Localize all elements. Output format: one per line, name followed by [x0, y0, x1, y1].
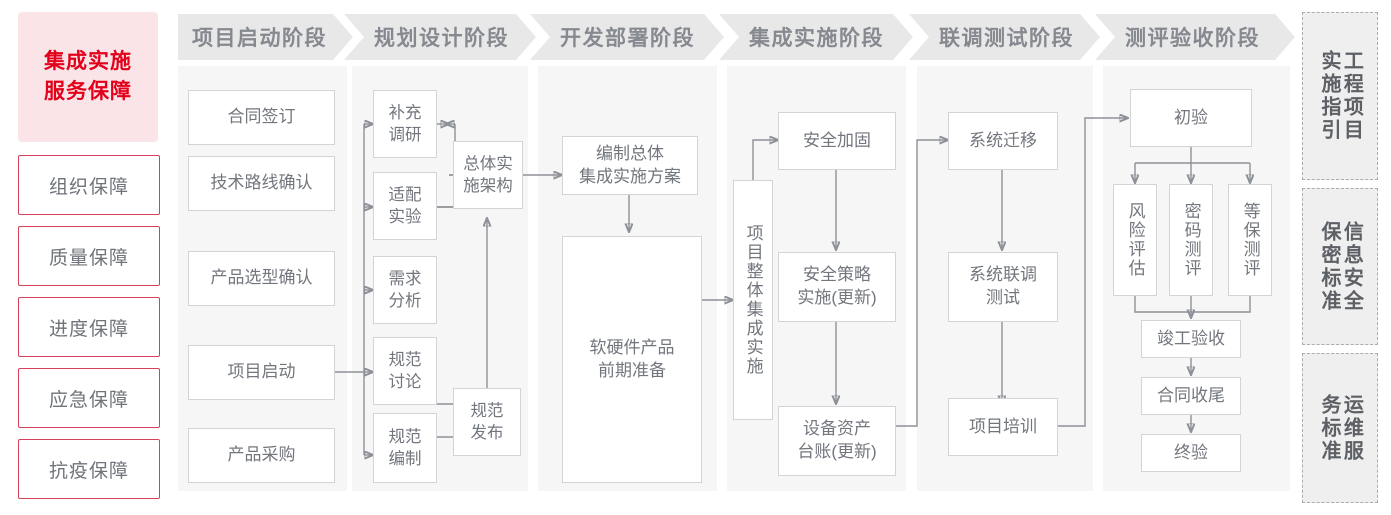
- phase-header-joint-test[interactable]: 联调测试阶段: [909, 14, 1100, 60]
- node-label: 项目培训: [969, 416, 1037, 436]
- node-asset-ledger[interactable]: 设备资产台账(更新): [778, 406, 896, 476]
- node-label: 密码测评: [1181, 202, 1201, 278]
- node-overall-plan-drafting[interactable]: 编制总体集成实施方案: [562, 136, 698, 195]
- node-security-policy[interactable]: 安全策略实施(更新): [778, 252, 896, 322]
- node-label: 系统联调测试: [969, 265, 1037, 307]
- node-security-hardening[interactable]: 安全加固: [778, 112, 896, 170]
- standard-engineering-guideline[interactable]: 工程项目 实施指引: [1302, 12, 1378, 180]
- node-spec-drafting[interactable]: 规范编制: [373, 413, 437, 483]
- node-project-training[interactable]: 项目培训: [948, 398, 1058, 456]
- phase-header-label: 项目启动阶段: [192, 27, 327, 50]
- standard-om-service[interactable]: 运维服 务标准: [1302, 353, 1378, 503]
- node-label: 终验: [1174, 442, 1208, 462]
- node-spec-release[interactable]: 规范发布: [453, 388, 521, 456]
- guarantee-item-organization[interactable]: 组织保障: [18, 155, 160, 215]
- guarantee-title-line2: 服务保障: [44, 80, 132, 103]
- phase-header-label: 联调测试阶段: [939, 27, 1074, 50]
- guarantee-item-schedule[interactable]: 进度保障: [18, 297, 160, 357]
- node-mlps-evaluation[interactable]: 等保测评: [1228, 184, 1272, 296]
- node-final-acceptance[interactable]: 终验: [1141, 434, 1241, 472]
- node-contract-closure[interactable]: 合同收尾: [1141, 377, 1241, 415]
- phase-header-integration[interactable]: 集成实施阶段: [719, 14, 913, 60]
- node-label: 设备资产台账(更新): [797, 419, 877, 461]
- phase-header-initiation[interactable]: 项目启动阶段: [178, 14, 353, 60]
- node-risk-assessment[interactable]: 风险评估: [1113, 184, 1157, 296]
- guarantee-item-label: 抗疫保障: [48, 460, 129, 482]
- guarantee-item-quality[interactable]: 质量保障: [18, 226, 160, 286]
- node-product-selection[interactable]: 产品选型确认: [188, 251, 335, 306]
- guarantee-item-label: 质量保障: [48, 247, 129, 269]
- node-product-procurement[interactable]: 产品采购: [188, 428, 335, 483]
- node-label: 产品选型确认: [210, 268, 313, 288]
- node-project-kickoff[interactable]: 项目启动: [188, 345, 335, 400]
- node-label: 总体实施架构: [463, 154, 513, 195]
- node-label: 规范编制: [388, 427, 422, 468]
- node-requirement-analysis[interactable]: 需求分析: [373, 256, 437, 324]
- phase-header-development[interactable]: 开发部署阶段: [530, 14, 724, 60]
- node-label: 项目启动: [227, 362, 296, 382]
- node-tech-route-confirm[interactable]: 技术路线确认: [188, 156, 335, 211]
- node-label: 适配实验: [388, 185, 422, 226]
- node-joint-debug-test[interactable]: 系统联调测试: [948, 252, 1058, 322]
- node-label: 补充调研: [388, 103, 422, 144]
- node-hw-sw-preparation[interactable]: 软硬件产品前期准备: [562, 236, 702, 483]
- standard-infosec-confidential[interactable]: 信息安全 保密标准: [1302, 188, 1378, 345]
- guarantee-item-label: 组织保障: [48, 176, 129, 198]
- phase-header-planning[interactable]: 规划设计阶段: [344, 14, 536, 60]
- guarantee-item-label: 应急保障: [48, 389, 129, 411]
- node-overall-architecture[interactable]: 总体实施架构: [453, 141, 523, 209]
- standard-label: 信息安全 保密标准: [1318, 220, 1363, 313]
- node-label: 规范发布: [470, 401, 504, 442]
- node-label: 合同收尾: [1157, 385, 1225, 405]
- node-label: 编制总体集成实施方案: [579, 143, 681, 186]
- guarantee-item-emergency[interactable]: 应急保障: [18, 368, 160, 428]
- phase-header-acceptance[interactable]: 测评验收阶段: [1095, 14, 1295, 60]
- standard-label: 工程项目 实施指引: [1318, 50, 1363, 142]
- guarantee-item-epidemic[interactable]: 抗疫保障: [18, 439, 160, 499]
- guarantee-item-label: 进度保障: [48, 318, 129, 340]
- node-label: 项目整体集成实施: [743, 224, 763, 376]
- guarantee-title-card: 集成实施 服务保障: [18, 12, 158, 142]
- phase-header-label: 规划设计阶段: [374, 27, 509, 50]
- node-adaptation-experiment[interactable]: 适配实验: [373, 172, 437, 240]
- node-label: 软硬件产品前期准备: [589, 337, 675, 380]
- node-preliminary-acceptance[interactable]: 初验: [1130, 89, 1252, 147]
- node-overall-integration[interactable]: 项目整体集成实施: [733, 180, 773, 420]
- node-label: 技术路线确认: [210, 173, 313, 193]
- node-label: 安全加固: [803, 130, 871, 150]
- standard-label: 运维服 务标准: [1318, 393, 1363, 463]
- guarantee-title-line1: 集成实施: [44, 49, 132, 73]
- node-contract-signing[interactable]: 合同签订: [188, 90, 335, 145]
- node-crypto-evaluation[interactable]: 密码测评: [1169, 184, 1213, 296]
- node-completion-acceptance[interactable]: 竣工验收: [1141, 320, 1241, 358]
- node-label: 风险评估: [1125, 202, 1145, 278]
- phase-header-label: 测评验收阶段: [1125, 27, 1260, 50]
- node-label: 安全策略实施(更新): [797, 265, 877, 307]
- node-label: 初验: [1174, 107, 1208, 127]
- node-spec-discussion[interactable]: 规范讨论: [373, 337, 437, 405]
- node-label: 规范讨论: [388, 350, 422, 391]
- node-label: 等保测评: [1240, 202, 1260, 278]
- node-label: 系统迁移: [969, 130, 1037, 150]
- phase-header-label: 集成实施阶段: [749, 27, 884, 50]
- node-label: 合同签订: [227, 107, 296, 127]
- node-label: 竣工验收: [1157, 328, 1225, 348]
- phase-header-label: 开发部署阶段: [560, 27, 695, 50]
- node-label: 产品采购: [227, 445, 296, 465]
- node-supplementary-research[interactable]: 补充调研: [373, 90, 437, 158]
- node-label: 需求分析: [388, 269, 422, 310]
- node-system-migration[interactable]: 系统迁移: [948, 112, 1058, 170]
